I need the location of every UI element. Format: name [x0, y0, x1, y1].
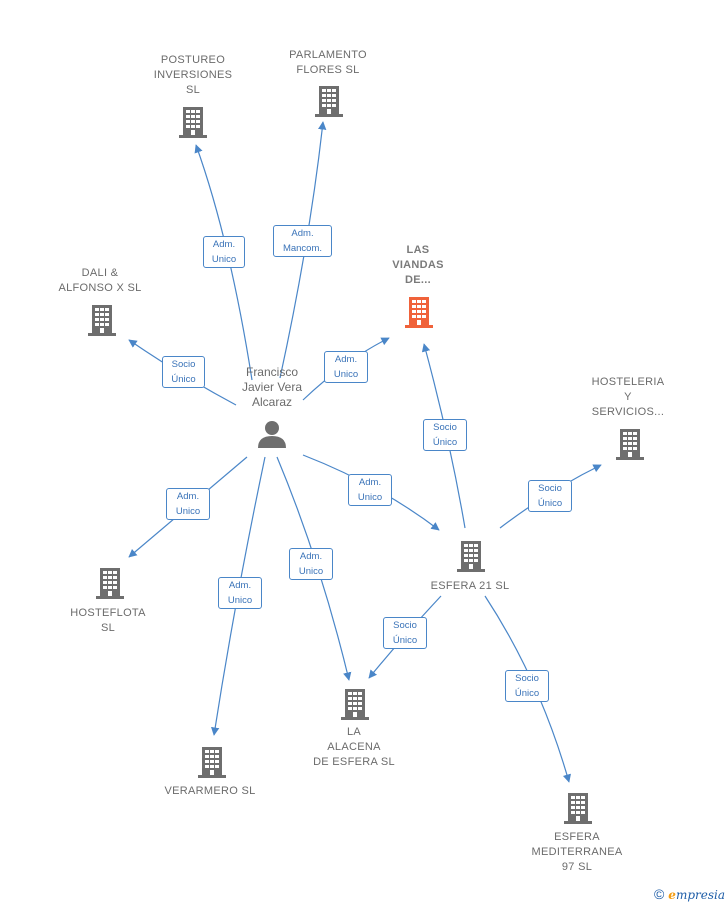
edge-label-verarmero: Adm. Unico [218, 577, 262, 609]
company-label-postureo[interactable]: POSTUREO INVERSIONES SL [153, 54, 233, 96]
edge-label-parlamento: Adm. Mancom. [273, 225, 332, 257]
edge-label-postureo: Adm. Unico [203, 236, 245, 268]
building-icon-alacena[interactable] [341, 689, 369, 720]
edge-label-dali: Socio Único [162, 356, 205, 388]
edge-label-viandas: Adm. Unico [324, 351, 368, 383]
person-name-label[interactable]: Francisco Javier Vera Alcaraz [241, 365, 303, 409]
edge-label-esfera-mediterranea: Socio Único [505, 670, 549, 702]
edge-label-esfera-hosteleria: Socio Único [528, 480, 572, 512]
company-label-hosteflota[interactable]: HOSTEFLOTA SL [70, 607, 146, 634]
building-icon-postureo[interactable] [179, 107, 207, 138]
copyright-icon: © [653, 886, 665, 902]
building-icon-verarmero[interactable] [198, 747, 226, 778]
person-icon[interactable] [258, 421, 286, 448]
company-label-verarmero[interactable]: VERARMERO SL [164, 785, 256, 797]
company-label-parlamento[interactable]: PARLAMENTO FLORES SL [289, 49, 367, 76]
company-label-dali[interactable]: DALI & ALFONSO X SL [58, 267, 142, 294]
building-icon-dali[interactable] [88, 305, 116, 336]
company-label-hosteleria[interactable]: HOSTELERIA Y SERVICIOS... [591, 376, 665, 418]
edge-label-alacena: Adm. Unico [289, 548, 333, 580]
building-icon-viandas[interactable] [405, 297, 433, 328]
building-icon-mediterranea[interactable] [564, 793, 592, 824]
building-icon-parlamento[interactable] [315, 86, 343, 117]
brand-logo-text: mpresia [675, 888, 725, 902]
company-label-mediterranea[interactable]: ESFERA MEDITERRANEA 97 SL [531, 831, 623, 873]
edge-label-esfera-viandas: Socio Único [423, 419, 467, 451]
edge-label-hosteflota: Adm. Unico [166, 488, 210, 520]
company-label-alacena[interactable]: LA ALACENA DE ESFERA SL [313, 726, 395, 768]
company-label-viandas[interactable]: LAS VIANDAS DE... [392, 244, 444, 286]
company-label-esfera21[interactable]: ESFERA 21 SL [430, 580, 510, 592]
brand-logo-initial: e [668, 888, 676, 902]
building-icon-hosteleria[interactable] [616, 429, 644, 460]
building-icon-hosteflota[interactable] [96, 568, 124, 599]
building-icon-esfera21[interactable] [457, 541, 485, 572]
edge-label-esfera-alacena: Socio Único [383, 617, 427, 649]
edge-label-esfera21: Adm. Unico [348, 474, 392, 506]
brand-logo: ©empresia [654, 886, 725, 902]
